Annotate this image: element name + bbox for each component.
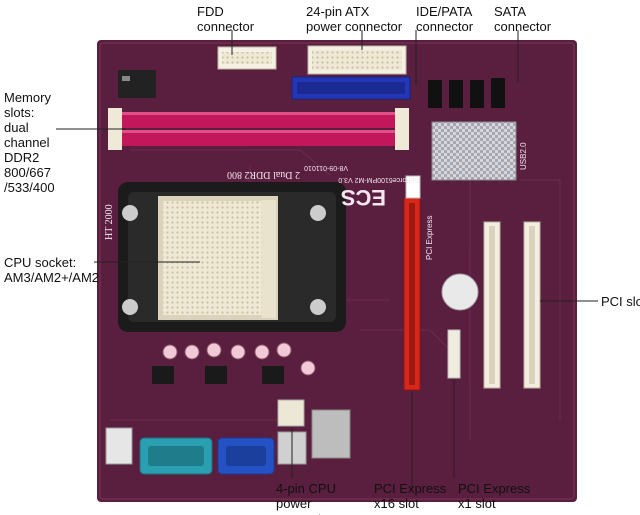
pcie-x1-slot bbox=[447, 329, 461, 379]
usb-ports bbox=[277, 431, 307, 465]
label-cpu-socket: CPU socket: AM3/AM2+/AM2 bbox=[4, 255, 100, 285]
label-pcie-x16-slot: PCI Express x16 slot bbox=[374, 481, 447, 511]
board-pcie-label: PCI Express bbox=[425, 216, 434, 260]
cpu-power-connector bbox=[277, 399, 305, 427]
cpu-socket bbox=[118, 182, 346, 332]
lan-port bbox=[311, 409, 351, 459]
board-serial-label: V8-09-011010 bbox=[304, 164, 348, 171]
label-cpu-power-connector: 4-pin CPU power connector bbox=[276, 481, 336, 515]
chipset-heatsink bbox=[431, 121, 517, 181]
label-pcie-x1-slot: PCI Express x1 slot bbox=[458, 481, 531, 511]
label-sata-connector: SATA connector bbox=[494, 4, 552, 34]
board-usb-label: USB2.0 bbox=[519, 142, 528, 170]
cmos-battery bbox=[441, 273, 479, 311]
board-ht-label: HT 2000 bbox=[104, 204, 115, 240]
board-logo: ECS bbox=[341, 185, 386, 210]
bios-chip bbox=[118, 70, 156, 98]
label-fdd-connector: FDD connector bbox=[197, 4, 255, 34]
audio-jack-stack bbox=[105, 427, 133, 465]
mosfets bbox=[152, 366, 284, 384]
label-ide-pata-connector: IDE/PATA connector bbox=[416, 4, 474, 34]
capacitors bbox=[162, 342, 316, 376]
label-atx-power-connector: 24-pin ATX power connector bbox=[306, 4, 403, 34]
board-model-label: GeForce6100PM-M2 V3.0 bbox=[338, 176, 420, 183]
board-ddr-label: 2 Dual DDR2 800 bbox=[227, 169, 300, 180]
label-memory-slots: Memory slots: dual channel DDR2 800/667 … bbox=[4, 90, 55, 195]
memory-slots bbox=[108, 108, 409, 150]
label-pci-slots: PCI slots bbox=[601, 294, 640, 309]
sata-ports bbox=[428, 78, 505, 108]
